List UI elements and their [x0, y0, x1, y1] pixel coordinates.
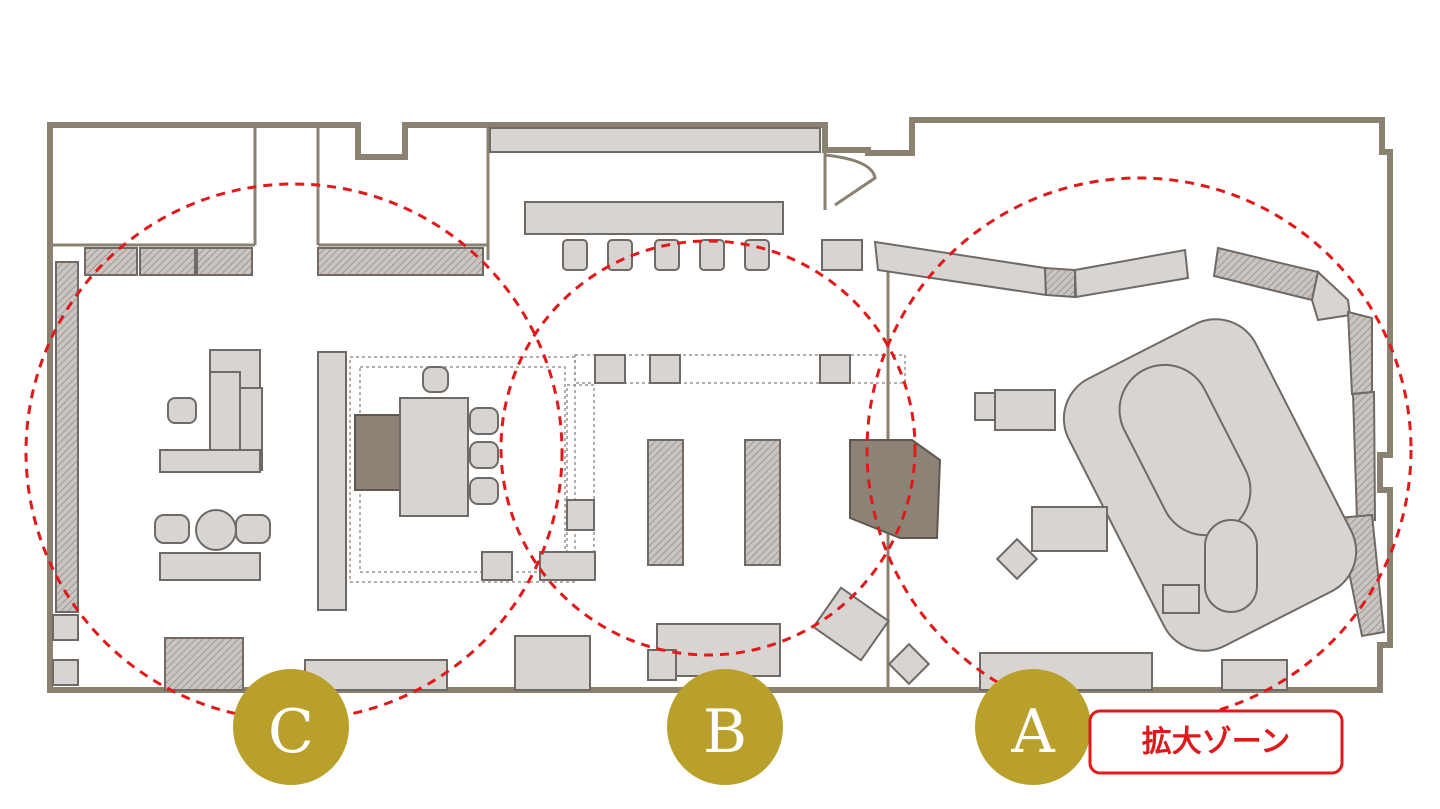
- zone-a-badge: A: [975, 669, 1091, 785]
- zone-c-letter: C: [268, 697, 314, 767]
- zone-a-outline: [865, 176, 1413, 724]
- expansion-zone-tag: 拡大ゾーン: [1088, 709, 1344, 775]
- zone-b-outline: [499, 239, 917, 657]
- zone-c-badge: C: [233, 669, 349, 785]
- zone-b-furniture: [514, 201, 942, 691]
- expansion-zone-label: 拡大ゾーン: [1142, 725, 1291, 760]
- zone-a-letter: A: [1010, 697, 1055, 767]
- zone-b-badge: B: [667, 669, 783, 785]
- zone-b-letter: B: [703, 697, 747, 767]
- zone-a-furniture: [873, 240, 1386, 691]
- zone-c-furniture: [84, 247, 576, 691]
